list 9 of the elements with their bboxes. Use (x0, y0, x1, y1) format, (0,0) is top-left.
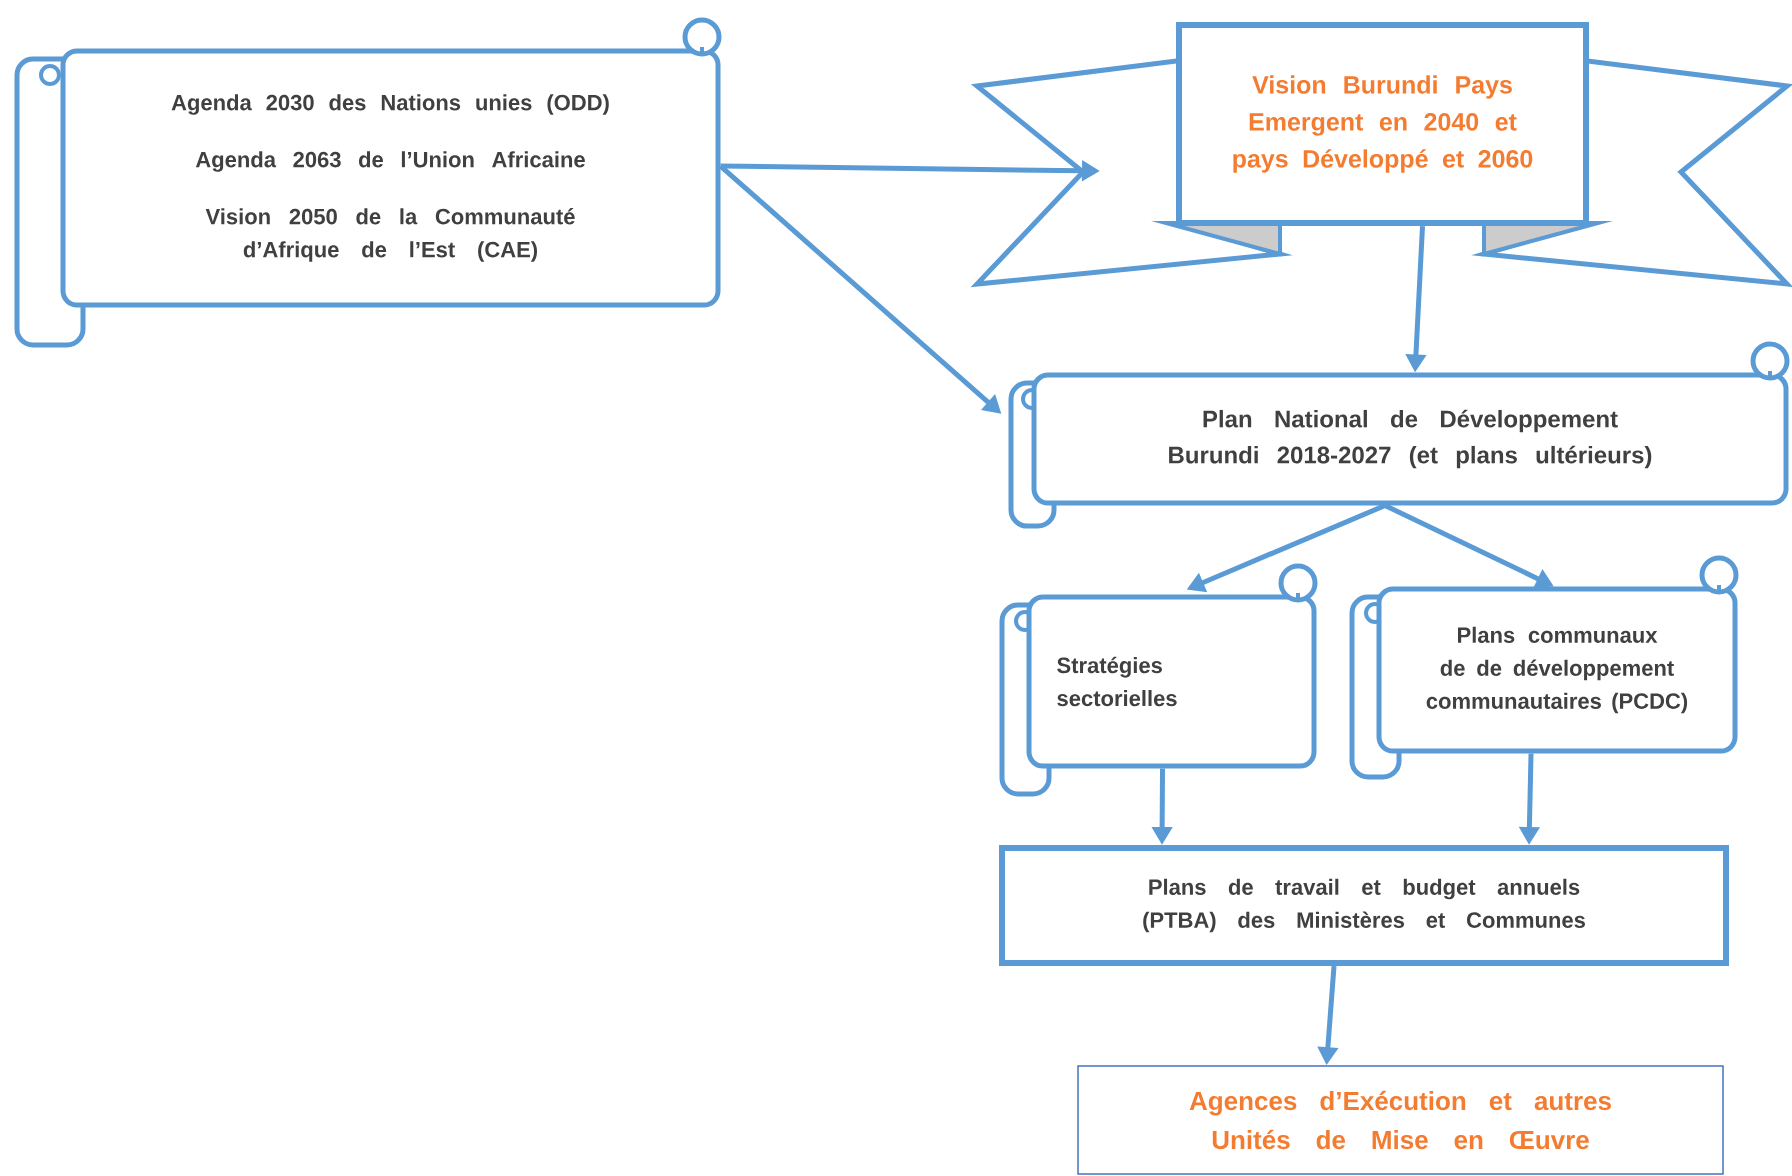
scroll-box: Stratégies sectorielles (999, 563, 1318, 797)
process-box: Plans de travail et budget annuels (PTBA) des Ministères et Communes (999, 845, 1729, 966)
ribbon-banner: Vision Burundi Pays Emergent en 2040 et pays Développé et 2060 (970, 22, 1792, 288)
scroll-box: Plan National de Développement Burundi 2018-2027 (et plans ultérieurs) (1008, 341, 1790, 529)
scroll-box: Plans communaux de de développement communautaires (PCDC) (1349, 555, 1739, 780)
process-box: Agences d’Exécution et autres Unités de Mise en Œuvre (1077, 1065, 1724, 1175)
scroll-box: Agenda 2030 des Nations unies (ODD) Agenda 2063 de l’Union Africaine Vision 2050 de la Communauté d’Afrique de l’Est (CAE) (14, 17, 722, 348)
node-label: Plan National de Développement Burundi 2018-2027 (et plans ultérieurs) (1169, 409, 1652, 469)
node-label: Plans communaux de de développement communautaires (PCDC) (1426, 626, 1688, 714)
